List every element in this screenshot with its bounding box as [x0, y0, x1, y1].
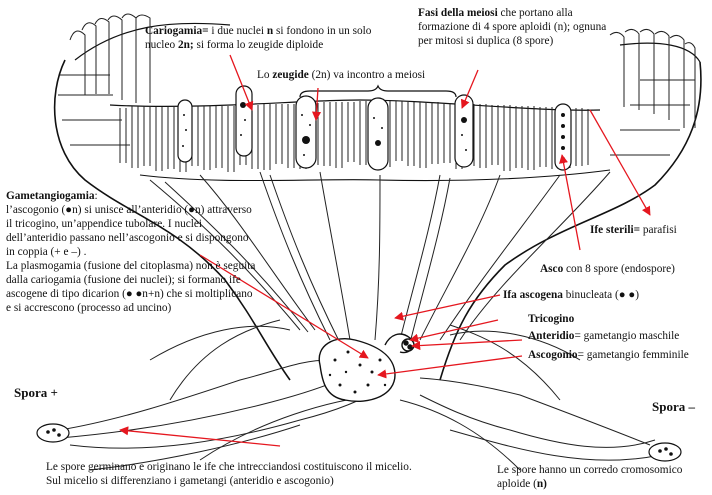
- gametangiogamia-body: l’ascogonio (●n) si unisce all’anteridio…: [6, 204, 255, 314]
- corredo-t1: Le spore hanno un corredo cromosomico ap…: [497, 464, 682, 490]
- ifa-ascogena-t1: binucleata (● ●): [563, 289, 639, 301]
- corredo-n: n): [537, 478, 547, 490]
- spore-plus-shape: [37, 424, 69, 442]
- asco-head: Asco: [540, 263, 563, 275]
- ife-sterili-t1: parafisi: [640, 224, 677, 236]
- anteridio-t1: = gametangio maschile: [574, 330, 679, 342]
- cariogamia-n2: 2n;: [178, 39, 194, 51]
- zeugide-t2: (2n) va incontro a meiosi: [309, 69, 425, 81]
- zeugide-t1: Lo: [257, 69, 272, 81]
- ascogonio-t1: = gametangio femminile: [578, 349, 689, 361]
- label-ascogonio: Ascogonio= gametangio femminile: [528, 348, 712, 362]
- label-gametangiogamia: Gametangiogamia: l’ascogonio (●n) si uni…: [6, 189, 256, 315]
- label-ifa-ascogena: Ifa ascogena binucleata (● ●): [503, 288, 703, 302]
- label-anteridio: Anteridio= gametangio maschile: [528, 329, 708, 343]
- asco-t1: con 8 spore (endospore): [563, 263, 675, 275]
- cariogamia-head: Cariogamia=: [145, 25, 209, 37]
- label-cariogamia: Cariogamia= i due nuclei n si fondono in…: [145, 24, 400, 52]
- gametangiogamia-head: Gametangiogamia: [6, 190, 94, 202]
- label-spora-minus: Spora –: [652, 400, 695, 414]
- ife-sterili-head: Ife sterili=: [590, 224, 640, 236]
- asci: [178, 86, 571, 170]
- zeugide-head: zeugide: [272, 69, 308, 81]
- cariogamia-t3: si forma lo zeugide diploide: [194, 39, 324, 51]
- label-tricogino: Tricogino: [528, 312, 648, 326]
- label-meiosi: Fasi della meiosi che portano alla forma…: [418, 6, 618, 48]
- anteridio-head: Anteridio: [528, 330, 574, 342]
- ascogonio-head: Ascogonio: [528, 349, 578, 361]
- spore-minus-shape: [649, 443, 681, 461]
- cariogamia-t1: i due nuclei: [209, 25, 267, 37]
- label-ife-sterili: Ife sterili= parafisi: [590, 223, 710, 237]
- label-zeugide: Lo zeugide (2n) va incontro a meiosi: [257, 68, 457, 82]
- gametangiogamia-colon: :: [94, 190, 97, 202]
- label-germinano: Le spore germinano e originano le ife ch…: [46, 460, 476, 488]
- label-asco: Asco con 8 spore (endospore): [540, 262, 712, 276]
- ascogonio-shape: [319, 334, 414, 401]
- zeugide-brace: [300, 86, 456, 97]
- label-corredo: Le spore hanno un corredo cromosomico ap…: [497, 463, 697, 491]
- ifa-ascogena-head: Ifa ascogena: [503, 289, 563, 301]
- tricogino-head: Tricogino: [528, 313, 574, 325]
- meiosi-head: Fasi della meiosi: [418, 7, 498, 19]
- label-spora-plus: Spora +: [14, 386, 58, 400]
